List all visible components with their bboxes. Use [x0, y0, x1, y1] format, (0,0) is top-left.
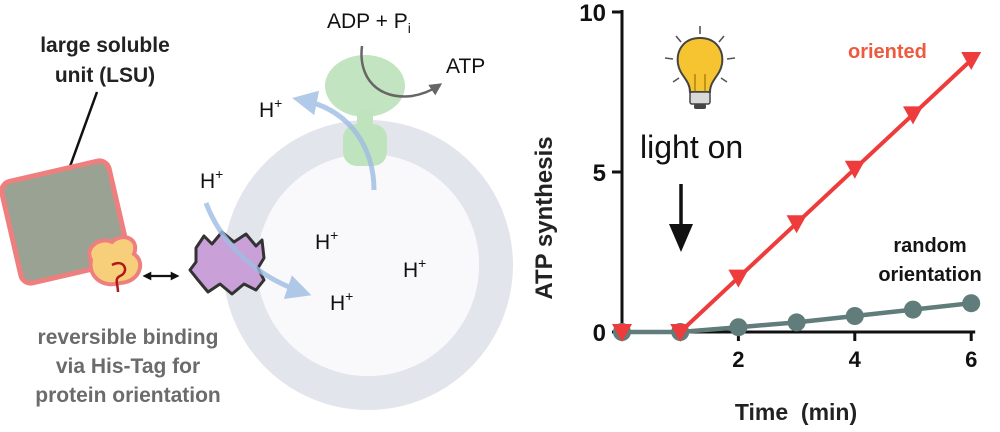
data-point-oriented [903, 106, 923, 125]
data-point-random [787, 313, 806, 332]
x-tick-label: 4 [849, 347, 862, 372]
vesicle-group [188, 45, 513, 410]
atp-synthase-head [325, 55, 405, 117]
data-point-oriented [670, 324, 691, 342]
proton-inside-2: H+ [403, 255, 426, 282]
proton-flow-arrow-pump [203, 202, 312, 299]
x-tick-label: 2 [732, 347, 744, 372]
legend-random-line-2: orientation [878, 264, 981, 286]
light-on-arrow-head [669, 224, 693, 252]
light-on-label: light on [640, 129, 743, 165]
data-point-random [729, 318, 748, 337]
data-point-random [845, 307, 864, 325]
reaction-product: ATP [446, 55, 485, 78]
legend-oriented: oriented [848, 41, 927, 63]
binding-caption-line-2: via His-Tag for [56, 355, 200, 378]
proton-flow-arrow-synthase [292, 90, 377, 191]
legend-random-line-1: random [893, 235, 966, 257]
x-axis-title: Time (min) [735, 399, 857, 425]
y-tick-label: 5 [593, 160, 606, 187]
y-axis-title: ATP synthesis [531, 136, 558, 299]
data-point-oriented [612, 324, 632, 342]
data-point-oriented [728, 269, 749, 288]
atp-synthesis-chart: 0 5 10 2 4 6 [579, 0, 982, 372]
reaction-reactants: ADP + Pi [327, 10, 411, 36]
atp-conversion-arrow [360, 45, 443, 98]
data-point-random [904, 300, 922, 319]
proton-inside-3: H+ [330, 288, 353, 315]
lsu-group: large soluble unit (LSU) [0, 34, 180, 293]
y-tick-label: 0 [593, 320, 606, 347]
lsu-label-line-2: unit (LSU) [55, 64, 155, 87]
his-tag-anchor [87, 235, 143, 287]
data-point-oriented [961, 52, 982, 70]
data-point-oriented [786, 215, 807, 234]
vesicle-lumen [257, 154, 479, 376]
series-line-oriented [622, 58, 973, 334]
binding-caption-line-3: protein orientation [35, 384, 221, 407]
data-point-random [962, 294, 981, 313]
binding-caption-line-1: reversible binding [38, 326, 219, 349]
y-tick-label: 10 [579, 0, 606, 27]
proton-inside-1: H+ [315, 227, 338, 254]
proton-outside-left: H+ [200, 166, 223, 193]
proton-outside-top: H+ [259, 95, 282, 122]
x-tick-label: 6 [965, 347, 977, 372]
data-point-oriented [844, 160, 865, 179]
lsu-label-line-1: large soluble [40, 34, 170, 57]
light-bulb-icon [664, 26, 736, 109]
his-tag-loop [111, 261, 127, 293]
